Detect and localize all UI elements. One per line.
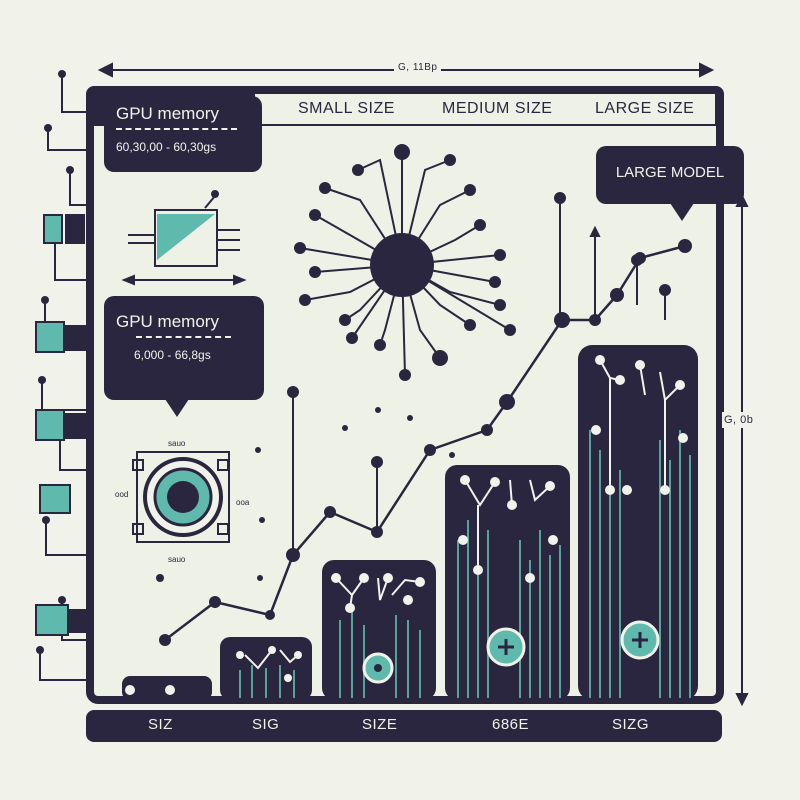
top-dimension-label: G, 11Bp <box>394 62 442 73</box>
gpu-memory-divider-mid <box>136 336 232 338</box>
bar-teal-stripes <box>239 420 691 698</box>
neural-network-nodes <box>294 144 516 381</box>
large-model-bubble: LARGE MODEL <box>596 146 744 204</box>
bubble-mid-tail <box>165 399 189 417</box>
gpu-memory-title-mid: GPU memory <box>116 312 219 331</box>
footer-band <box>86 710 722 742</box>
gpu-memory-bubble-top: GPU memory 60,30,00 - 60,30gs <box>104 96 262 172</box>
footer-label-5: SIZG <box>612 716 650 733</box>
footer-label-1: SIZ <box>148 716 173 733</box>
chip-label-left: ood <box>115 490 128 499</box>
bar-add-icons <box>125 620 660 695</box>
gpu-memory-range-mid: 6,000 - 66,8gs <box>134 348 211 362</box>
footer-label-3: SIZE <box>362 716 398 733</box>
chip-label-top: sauo <box>168 439 186 448</box>
gpu-memory-divider-top <box>116 128 237 130</box>
footer-label-2: SIG <box>252 716 280 733</box>
left-circuit-traces <box>39 74 88 681</box>
side-dimension-arrow <box>735 193 749 707</box>
gpu-memory-range-top: 60,30,00 - 60,30gs <box>116 140 217 154</box>
chip-label-right: ooa <box>236 498 250 507</box>
left-chip-blocks <box>35 214 89 636</box>
monitor-icon <box>121 190 247 286</box>
bar-4 <box>445 465 570 700</box>
gpu-memory-bubble-mid: GPU memory 6,000 - 66,8gs <box>104 296 264 400</box>
large-model-label: LARGE MODEL <box>615 164 725 181</box>
header-small-size: SMALL SIZE <box>298 100 395 117</box>
footer-label-4: 686E <box>492 716 530 733</box>
left-circuit-nodes <box>36 70 74 654</box>
bar-5 <box>578 345 698 700</box>
chip-icon: sauo sauo ood ooa <box>115 439 250 564</box>
chip-label-bottom: sauo <box>168 555 186 564</box>
header-medium-size: MEDIUM SIZE <box>442 100 553 117</box>
header-large-size: LARGE SIZE <box>595 100 695 117</box>
top-bar-inner <box>255 94 715 124</box>
gpu-memory-title-top: GPU memory <box>116 104 219 123</box>
vertical-pins <box>287 192 671 555</box>
bar-circuit-nodes <box>236 355 688 682</box>
growth-line <box>159 239 692 646</box>
scatter-dots <box>156 407 455 582</box>
large-model-bubble-tail <box>670 203 694 221</box>
side-dimension-label: G, 0b <box>722 412 756 428</box>
